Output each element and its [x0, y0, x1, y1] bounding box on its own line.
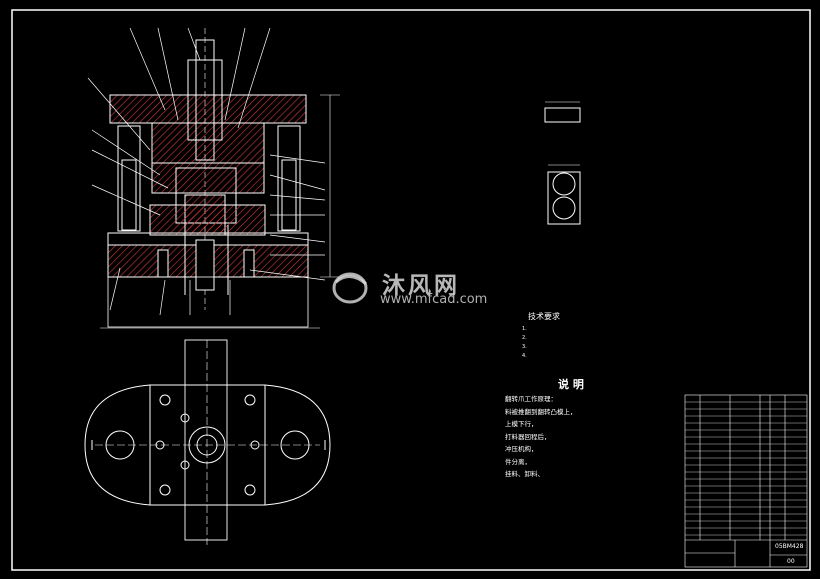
drawing-number: 05BM428	[775, 543, 804, 550]
parts-list-table	[684, 394, 808, 568]
explanation-line: 件分离，	[505, 457, 531, 466]
sheet-number: 00	[787, 558, 795, 565]
watermark-brand: 沐风网	[382, 273, 460, 299]
explanation-line: 上模下行，	[505, 420, 538, 428]
explanation-line: 挂料、卸料、	[505, 470, 544, 478]
tech-req-line: 2.	[522, 335, 527, 341]
explanation-line: 打料器回程后，	[505, 432, 551, 441]
watermark-url: www.mfcad.com	[380, 292, 488, 307]
explanation-text: 翻转爪工作原理： 料被推翻到翻转凸模上， 上模下行， 打料器回程后， 冲压机构，…	[505, 393, 577, 481]
front-section-view	[100, 28, 340, 329]
explanation-line: 冲压机构，	[505, 445, 538, 453]
parts-list-rows	[685, 401, 807, 536]
detail-views	[544, 101, 581, 225]
tech-req-line: 1.	[522, 326, 527, 332]
tech-requirements-list: 1. 2. 3. 4.	[522, 325, 527, 361]
watermark-logo	[332, 272, 368, 304]
tech-req-line: 4.	[522, 353, 527, 359]
explanation-line: 料被推翻到翻转凸模上，	[505, 407, 577, 416]
drawing-frame	[11, 9, 811, 571]
tech-req-line: 3.	[522, 344, 527, 350]
plan-view	[84, 339, 331, 545]
part-leader-lines	[87, 27, 326, 316]
explanation-title: 说 明	[558, 378, 584, 391]
explanation-line: 翻转爪工作原理：	[505, 395, 557, 403]
tech-requirements-title: 技术要求	[528, 312, 560, 321]
